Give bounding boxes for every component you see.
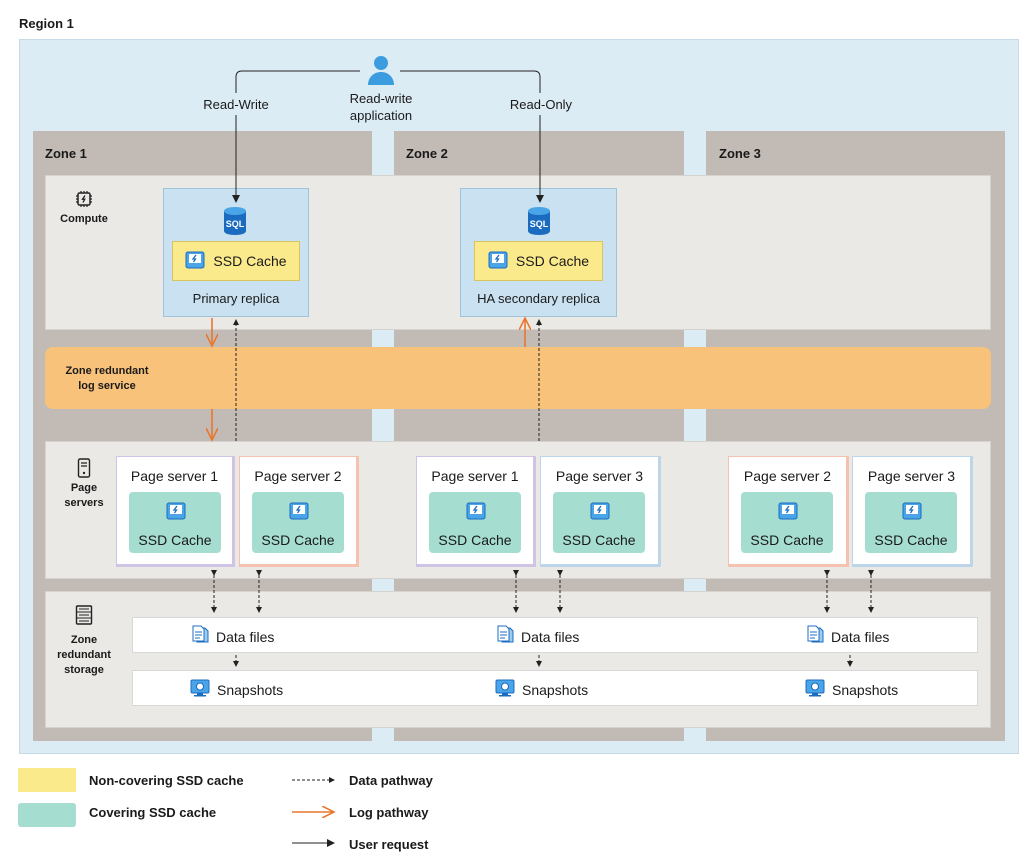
legend-covering-swatch: [18, 803, 76, 827]
ha-secondary-replica-label: HA secondary replica: [477, 291, 600, 306]
secondary-ssd-cache: SSD Cache: [474, 241, 603, 281]
ssd-cache-label: SSD Cache: [438, 532, 512, 548]
ssd-cache-icon: [778, 501, 798, 526]
snapshots-item: Snapshots: [805, 678, 898, 701]
snapshots-icon: [190, 678, 210, 701]
covering-ssd-cache: SSD Cache: [553, 492, 645, 553]
ssd-cache-icon: [902, 501, 922, 526]
log-service-label-1: Zone redundant: [65, 365, 149, 377]
legend-log-pathway-label: Log pathway: [349, 805, 429, 820]
page-server-card: Page server 3 SSD Cache: [540, 456, 661, 567]
storage-icon: [75, 605, 93, 630]
primary-ssd-cache-label: SSD Cache: [213, 253, 287, 269]
data-files-item: Data files: [806, 625, 889, 648]
data-files-label: Data files: [216, 628, 275, 645]
page-server-title: Page server 3: [555, 468, 644, 484]
legend-non-covering-label: Non-covering SSD cache: [89, 773, 244, 788]
legend-non-covering-swatch: [18, 768, 76, 792]
data-files-icon: [496, 625, 514, 648]
covering-ssd-cache: SSD Cache: [252, 492, 344, 553]
page-server-title: Page server 1: [130, 468, 219, 484]
snapshots-icon: [805, 678, 825, 701]
chip-icon: [75, 190, 93, 213]
app-label-1: Read-write: [349, 91, 413, 106]
legend-data-pathway-label: Data pathway: [349, 773, 433, 788]
page-server-title: Page server 2: [254, 468, 342, 484]
page-servers-label-2: servers: [64, 497, 104, 509]
data-files-label: Data files: [521, 628, 580, 645]
snapshots-item: Snapshots: [495, 678, 588, 701]
svg-text:SQL: SQL: [530, 219, 549, 229]
read-only-label: Read-Only: [509, 97, 573, 112]
ssd-cache-label: SSD Cache: [562, 532, 636, 548]
sql-database-icon: SQL: [527, 206, 551, 241]
snapshots-label: Snapshots: [522, 681, 589, 698]
primary-replica-label: Primary replica: [192, 291, 280, 306]
page-server-title: Page server 1: [431, 468, 519, 484]
legend-covering-label: Covering SSD cache: [89, 805, 217, 820]
page-server-title: Page server 2: [743, 468, 832, 484]
covering-ssd-cache: SSD Cache: [865, 492, 957, 553]
zone-3-label: Zone 3: [719, 146, 761, 161]
zone-1-label: Zone 1: [45, 146, 87, 161]
legend-user-request-label: User request: [349, 837, 429, 852]
covering-ssd-cache: SSD Cache: [129, 492, 221, 553]
page-server-card: Page server 1 SSD Cache: [416, 456, 536, 567]
snapshots-item: Snapshots: [190, 678, 283, 701]
snapshots-icon: [495, 678, 515, 701]
page-server-card: Page server 1 SSD Cache: [116, 456, 235, 567]
data-files-bar: [132, 617, 978, 653]
data-files-icon: [191, 625, 209, 648]
ssd-cache-icon: [166, 501, 186, 526]
page-server-title: Page server 3: [867, 468, 956, 484]
ssd-cache-icon: [488, 250, 508, 273]
log-service-band: [45, 347, 991, 409]
user-icon: [367, 55, 395, 90]
page-server-card: Page server 2 SSD Cache: [728, 456, 849, 567]
zone-2-label: Zone 2: [406, 146, 448, 161]
ssd-cache-label: SSD Cache: [750, 532, 824, 548]
snapshots-label: Snapshots: [217, 681, 284, 698]
snapshots-label: Snapshots: [832, 681, 899, 698]
data-files-icon: [806, 625, 824, 648]
ssd-cache-icon: [289, 501, 309, 526]
page-servers-label-1: Page: [70, 482, 98, 494]
covering-ssd-cache: SSD Cache: [741, 492, 833, 553]
storage-label-2: redundant: [57, 649, 111, 661]
ssd-cache-label: SSD Cache: [874, 532, 948, 548]
sql-database-icon: SQL: [223, 206, 247, 241]
data-files-label: Data files: [831, 628, 890, 645]
storage-label-1: Zone: [70, 634, 98, 646]
ssd-cache-icon: [466, 501, 486, 526]
read-write-label: Read-Write: [203, 97, 269, 112]
secondary-ssd-cache-label: SSD Cache: [515, 253, 590, 269]
ssd-cache-icon: [590, 501, 610, 526]
compute-label: Compute: [60, 213, 108, 225]
app-label-2: application: [349, 108, 413, 123]
svg-text:SQL: SQL: [226, 219, 245, 229]
ssd-cache-icon: [185, 250, 205, 273]
page-server-card: Page server 2 SSD Cache: [239, 456, 359, 567]
phone-server-icon: [77, 458, 91, 483]
covering-ssd-cache: SSD Cache: [429, 492, 521, 553]
data-files-item: Data files: [496, 625, 579, 648]
storage-label-3: storage: [64, 664, 104, 676]
page-server-card: Page server 3 SSD Cache: [852, 456, 973, 567]
log-service-label-2: log service: [78, 380, 136, 392]
ssd-cache-label: SSD Cache: [261, 532, 335, 548]
primary-ssd-cache: SSD Cache: [172, 241, 300, 281]
ssd-cache-label: SSD Cache: [138, 532, 212, 548]
snapshots-bar: [132, 670, 978, 706]
data-files-item: Data files: [191, 625, 274, 648]
region-title: Region 1: [19, 16, 74, 31]
